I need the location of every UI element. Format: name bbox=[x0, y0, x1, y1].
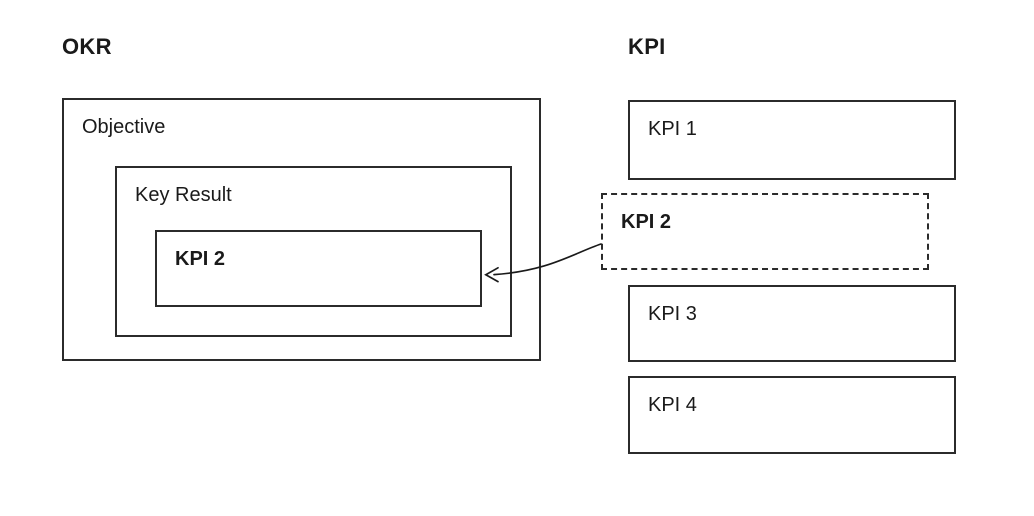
kpi-4-label: KPI 4 bbox=[648, 394, 697, 416]
kpi-2-label: KPI 2 bbox=[621, 211, 672, 233]
kpi-list-item-3: KPI 3 bbox=[628, 285, 956, 362]
okr-column-heading: OKR bbox=[62, 34, 112, 59]
key-result-box: Key Result KPI 2 bbox=[115, 166, 512, 337]
kpi-1-label: KPI 1 bbox=[648, 118, 697, 140]
okr-nested-kpi-2-box: KPI 2 bbox=[155, 230, 482, 307]
kpi-list-item-4: KPI 4 bbox=[628, 376, 956, 454]
kpi-list-item-2-dashed: KPI 2 bbox=[601, 193, 929, 270]
key-result-label: Key Result bbox=[135, 184, 232, 206]
kpi-3-label: KPI 3 bbox=[648, 303, 697, 325]
objective-label: Objective bbox=[82, 116, 166, 138]
kpi-column-heading: KPI bbox=[628, 34, 666, 59]
objective-box: Objective Key Result KPI 2 bbox=[62, 98, 541, 361]
okr-nested-kpi-2-label: KPI 2 bbox=[175, 248, 226, 270]
kpi-list-item-1: KPI 1 bbox=[628, 100, 956, 180]
